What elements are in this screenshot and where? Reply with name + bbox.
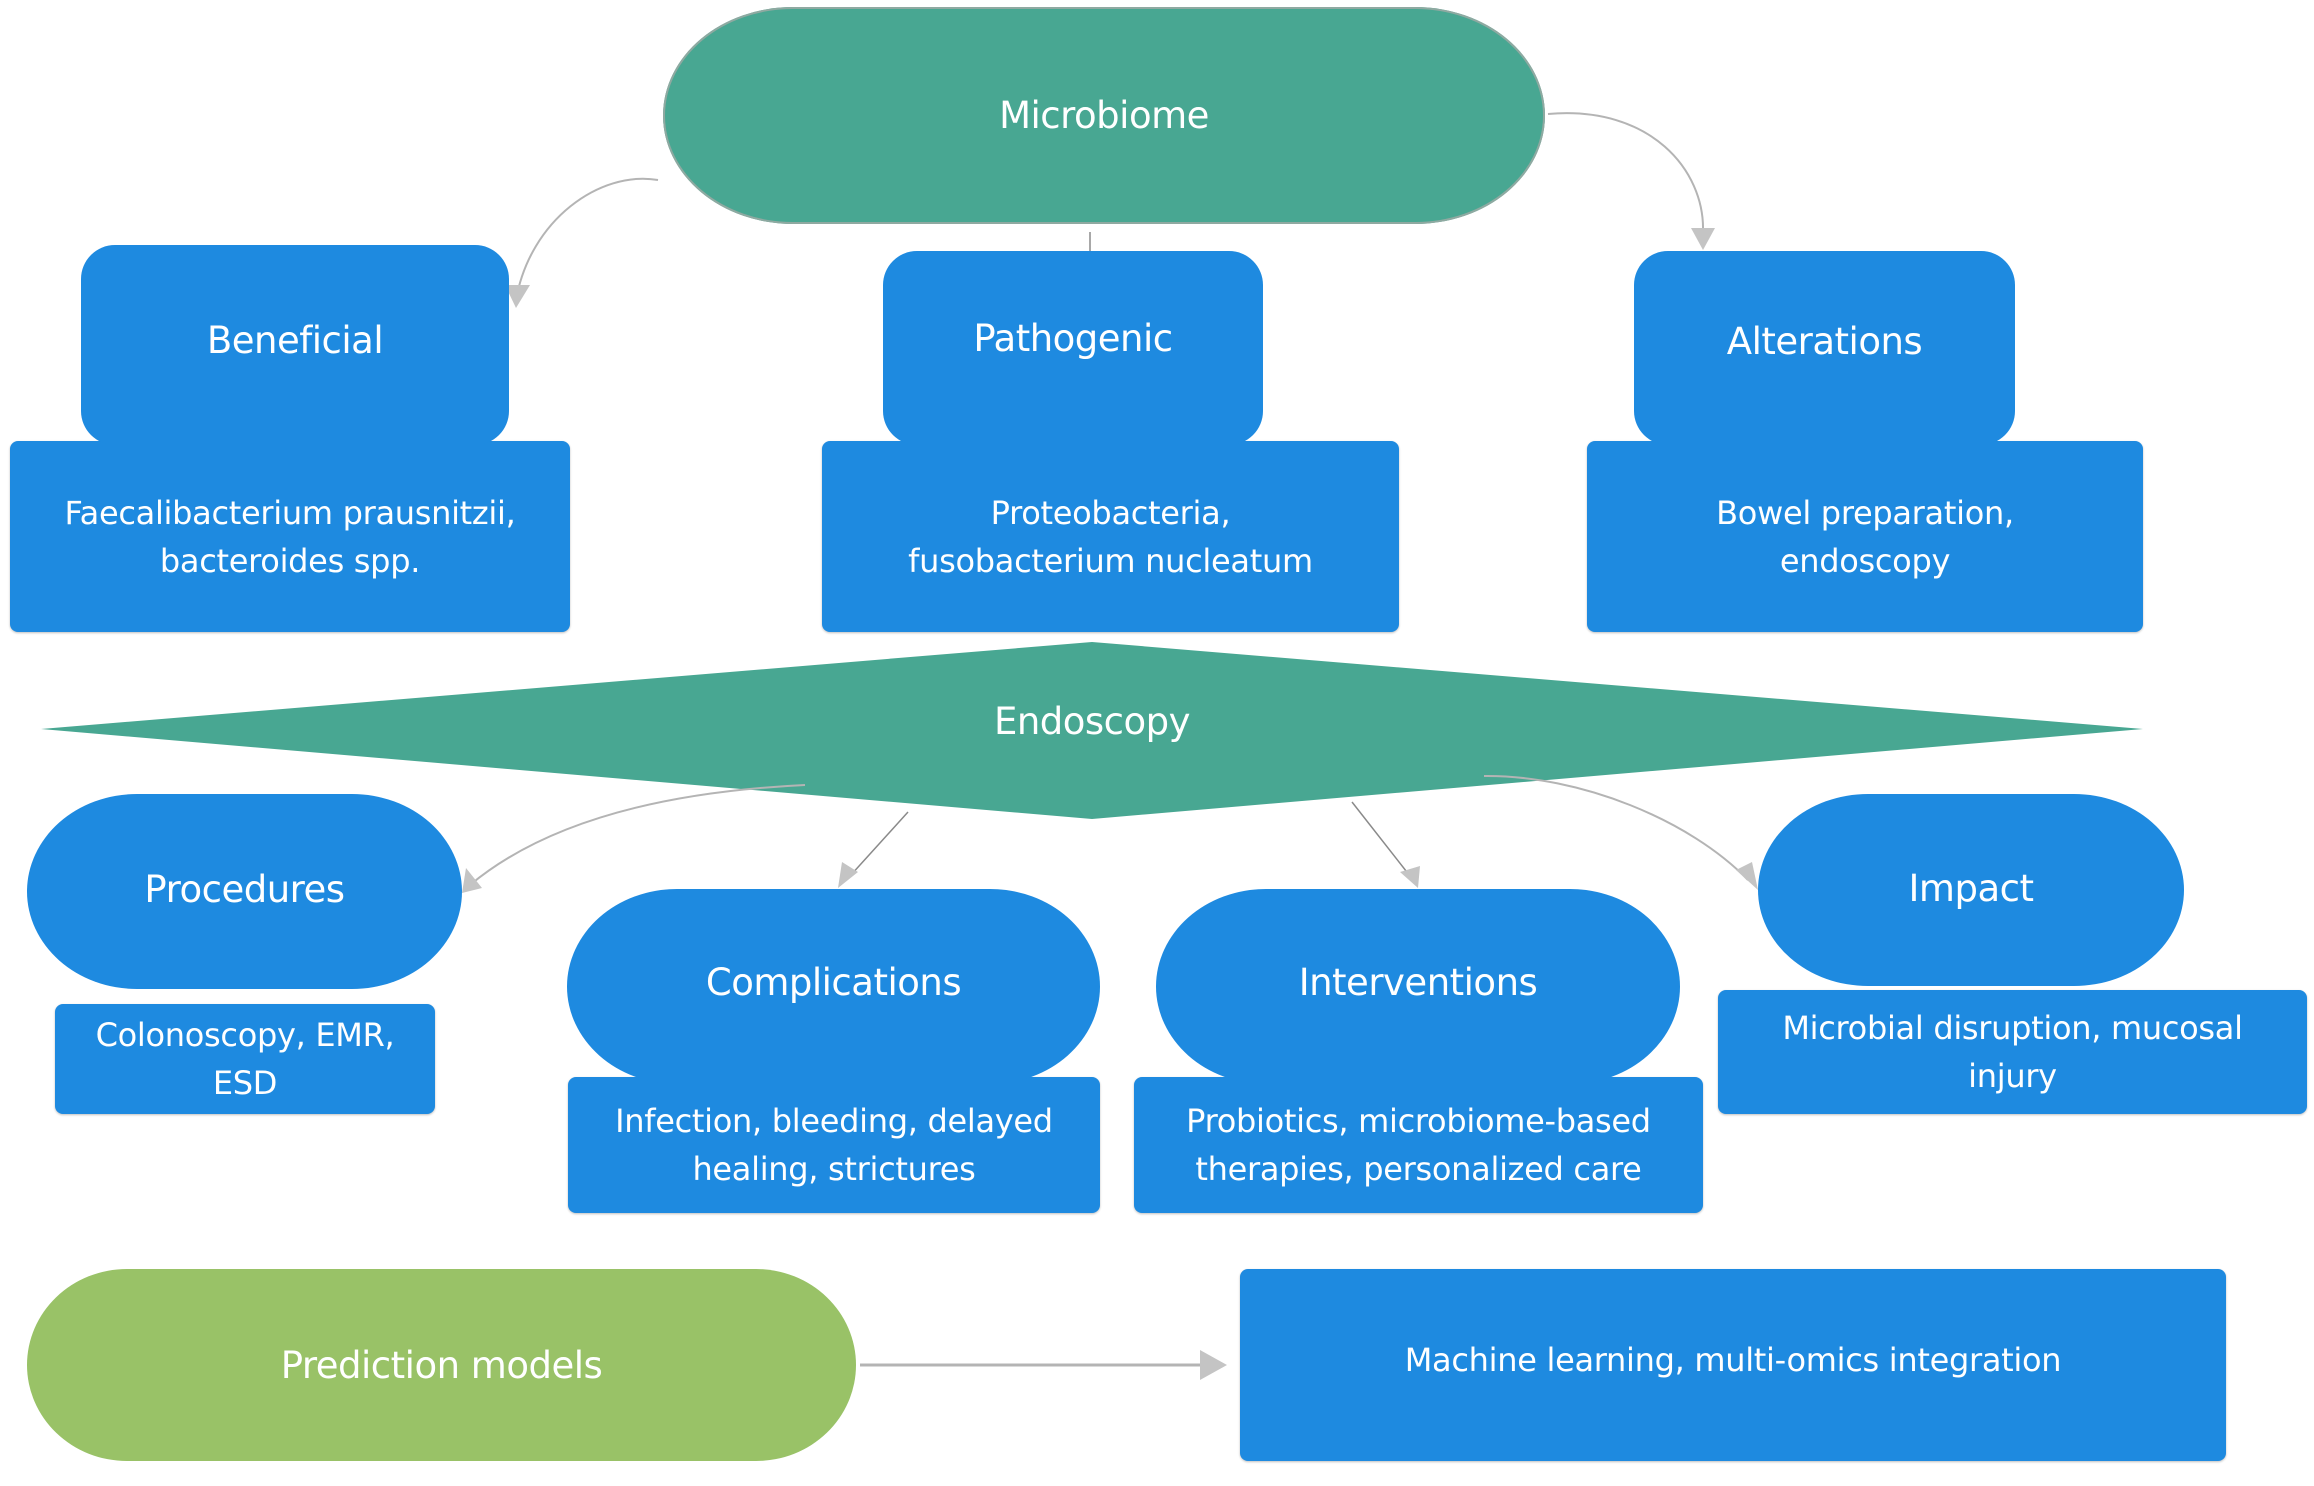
beneficial-detail-line-1: Faecalibacterium prausnitzii,: [64, 493, 516, 532]
prediction-output-box[interactable]: Machine learning, multi-omics integratio…: [1240, 1269, 2226, 1461]
beneficial-detail-box[interactable]: Faecalibacterium prausnitzii, bacteroide…: [10, 441, 570, 632]
complications-node[interactable]: Complications: [567, 889, 1100, 1084]
pathogenic-detail-box[interactable]: Proteobacteria, fusobacterium nucleatum: [822, 441, 1399, 632]
alterations-detail-line-1: Bowel preparation,: [1716, 493, 2014, 532]
impact-detail-box[interactable]: Microbial disruption, mucosal injury: [1718, 990, 2307, 1114]
arrowhead-prediction-output: [1200, 1350, 1227, 1380]
procedures-detail-line-2: ESD: [212, 1064, 278, 1102]
impact-detail-line-2: injury: [1968, 1057, 2057, 1095]
arrowhead-procedures: [462, 868, 482, 893]
complications-detail-box[interactable]: Infection, bleeding, delayed healing, st…: [568, 1077, 1100, 1213]
complications-detail-line-1: Infection, bleeding, delayed: [615, 1102, 1053, 1140]
impact-label: Impact: [1908, 866, 2034, 910]
procedures-detail-box[interactable]: Colonoscopy, EMR, ESD: [55, 1004, 435, 1114]
interventions-detail-line-2: therapies, personalized care: [1195, 1150, 1642, 1188]
pathogenic-label: Pathogenic: [973, 316, 1173, 360]
pathogenic-node[interactable]: Pathogenic: [883, 251, 1263, 445]
alterations-detail-line-2: endoscopy: [1779, 541, 1951, 580]
alterations-node[interactable]: Alterations: [1634, 251, 2015, 445]
interventions-detail-line-1: Probiotics, microbiome-based: [1186, 1102, 1651, 1140]
edge-endoscopy-impact: [1483, 774, 1749, 881]
arrowhead-impact: [1736, 862, 1758, 890]
complications-detail-line-2: healing, strictures: [692, 1150, 976, 1188]
prediction-models-label: Prediction models: [280, 1343, 603, 1387]
endoscopy-label: Endoscopy: [993, 700, 1191, 743]
beneficial-label: Beneficial: [206, 318, 384, 362]
microbiome-node[interactable]: Microbiome: [663, 7, 1545, 224]
pathogenic-detail-line-1: Proteobacteria,: [990, 493, 1231, 532]
procedures-detail-line-1: Colonoscopy, EMR,: [95, 1016, 395, 1054]
arrowhead-interventions: [1400, 866, 1420, 888]
procedures-node[interactable]: Procedures: [27, 794, 462, 989]
interventions-label: Interventions: [1298, 961, 1538, 1004]
microbiome-label: Microbiome: [999, 94, 1209, 137]
procedures-label: Procedures: [144, 868, 345, 911]
complications-label: Complications: [705, 961, 962, 1004]
endoscopy-diamond[interactable]: [41, 642, 2143, 819]
impact-node[interactable]: Impact: [1758, 794, 2184, 986]
edge-endoscopy-procedures: [469, 784, 806, 886]
beneficial-node[interactable]: Beneficial: [81, 245, 509, 445]
pathogenic-detail-line-2: fusobacterium nucleatum: [908, 541, 1313, 580]
alterations-detail-box[interactable]: Bowel preparation, endoscopy: [1587, 441, 2143, 632]
prediction-output-label: Machine learning, multi-omics integratio…: [1404, 1341, 2062, 1379]
edge-endoscopy-interventions: [1351, 801, 1411, 877]
arrowhead-complications: [838, 862, 858, 888]
prediction-models-node[interactable]: Prediction models: [27, 1269, 856, 1461]
interventions-node[interactable]: Interventions: [1156, 889, 1680, 1084]
edge-endoscopy-complications: [849, 811, 909, 877]
interventions-detail-box[interactable]: Probiotics, microbiome-based therapies, …: [1134, 1077, 1703, 1213]
alterations-label: Alterations: [1726, 319, 1923, 363]
impact-detail-line-1: Microbial disruption, mucosal: [1782, 1009, 2243, 1047]
beneficial-detail-line-2: bacteroides spp.: [159, 541, 421, 580]
